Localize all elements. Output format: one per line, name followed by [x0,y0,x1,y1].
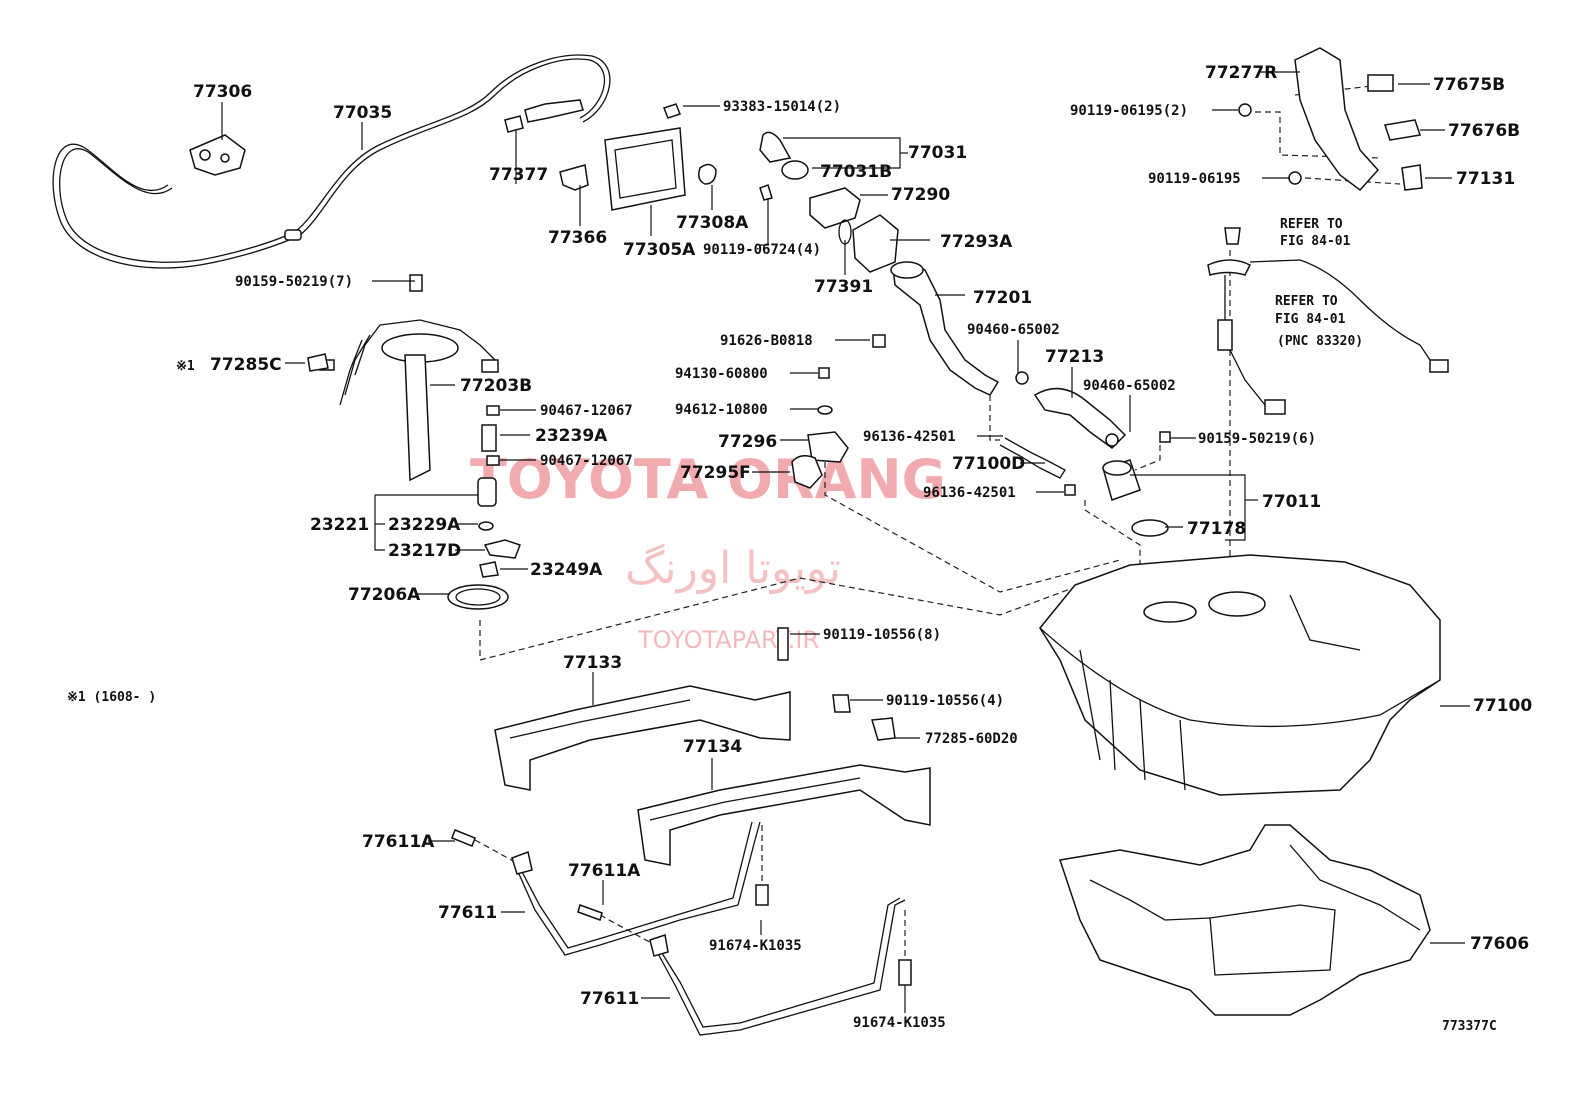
small-hardware [777,227,1449,741]
tank-shield-brackets [1238,47,1423,192]
refer-note-2-line1: REFER TO [1275,294,1338,309]
part-label-91626-B0818: 91626-B0818 [720,333,813,349]
part-label-90159-50219-6: 90159-50219(6) [1198,431,1316,447]
part-label-23239A: 23239A [535,426,608,446]
part-label-90467-12067-a: 90467-12067 [540,403,633,419]
figure-code: 773377C [1442,1019,1497,1034]
part-label-77213: 77213 [1045,347,1104,367]
part-label-77306: 77306 [193,82,252,102]
watermark-persian: تویوتا اورنگ [625,543,841,594]
part-label-90119-10556-8: 90119-10556(8) [823,627,941,643]
part-label-77606: 77606 [1470,934,1529,954]
part-label-77296: 77296 [718,432,777,452]
part-label-77308A: 77308A [676,213,749,233]
part-label-90119-06195: 90119-06195 [1148,171,1241,187]
part-label-77201: 77201 [973,288,1032,308]
refer-note-1-line2: FIG 84-01 [1280,234,1351,249]
part-label-77203B: 77203B [460,376,532,396]
tank-bands-and-straps [451,685,931,1036]
part-label-96136-42501-b: 96136-42501 [923,485,1016,501]
footnote-date-range: ※1 (1608- ) [67,690,156,705]
part-label-77011: 77011 [1262,492,1321,512]
part-label-77611-b: 77611 [580,989,639,1009]
part-label-23221: 23221 [310,515,369,535]
part-label-77031B: 77031B [820,162,892,182]
part-label-77285C: 77285C [210,355,282,375]
part-label-77290: 77290 [891,185,950,205]
watermark: TOYOTA ORANG تویوتا اورنگ TOYOTAPART.IR [470,448,946,654]
part-label-77391: 77391 [814,277,873,297]
assembly-guide-lines [474,84,1401,960]
part-label-77133: 77133 [563,653,622,673]
part-label-94130-60800: 94130-60800 [675,366,768,382]
part-label-77611-a: 77611 [438,903,497,923]
part-labels: 77306 77035 77377 77366 77305A 77308A 93… [67,63,1532,1034]
tank-protector-77606 [1059,824,1431,1016]
part-label-77611A-b: 77611A [568,861,641,881]
watermark-site: TOYOTAPART.IR [637,626,819,654]
part-label-77035: 77035 [333,103,392,123]
part-label-23229A: 23229A [388,515,461,535]
part-label-77293A: 77293A [940,232,1013,252]
part-label-77277R: 77277R [1205,63,1277,83]
part-label-77178: 77178 [1187,519,1246,539]
part-label-77675B: 77675B [1433,75,1505,95]
part-label-90119-06195-2: 90119-06195(2) [1070,103,1188,119]
part-label-23249A: 23249A [530,560,603,580]
fuel-tank-77100 [1039,554,1441,796]
part-label-77295F: 77295F [680,463,751,483]
fuel-lid-parts [559,103,899,273]
part-label-77134: 77134 [683,737,742,757]
part-label-77031: 77031 [908,143,967,163]
part-label-90460-65002-a: 90460-65002 [967,322,1060,338]
leader-lines [221,71,1470,1013]
refer-note-1-line1: REFER TO [1280,217,1343,232]
part-label-77206A: 77206A [348,585,421,605]
filler-pipe-and-hoses [872,261,1171,537]
part-label-23217D: 23217D [388,541,461,561]
part-label-77377: 77377 [489,165,548,185]
part-label-77676B: 77676B [1448,121,1520,141]
part-label-77366: 77366 [548,228,607,248]
refer-note-2-line2: FIG 84-01 [1275,312,1346,327]
refer-note-2-line3: (PNC 83320) [1277,334,1363,349]
fuel-lid-opener-cable [52,54,611,269]
part-label-77611A-a: 77611A [362,832,435,852]
part-label-90467-12067-b: 90467-12067 [540,453,633,469]
part-label-91674-K1035-a: 91674-K1035 [709,938,802,954]
part-label-77100: 77100 [1473,696,1532,716]
fuel-pump-sender-assembly [307,274,521,610]
part-label-90119-06724: 90119-06724(4) [703,242,821,258]
part-label-90159-50219-7: 90159-50219(7) [235,274,353,290]
part-label-93383-15014: 93383-15014(2) [723,99,841,115]
part-label-90119-10556-4: 90119-10556(4) [886,693,1004,709]
part-label-96136-42501-a: 96136-42501 [863,429,956,445]
part-label-77305A: 77305A [623,240,696,260]
watermark-brand: TOYOTA ORANG [470,448,946,511]
footnote-mark-77285C: ※1 [176,359,195,374]
part-label-77131: 77131 [1456,169,1515,189]
part-label-90460-65002-b: 90460-65002 [1083,378,1176,394]
part-label-77285-60D20: 77285-60D20 [925,731,1018,747]
part-label-77100D: 77100D [952,454,1025,474]
part-label-94612-10800: 94612-10800 [675,402,768,418]
part-label-91674-K1035-b: 91674-K1035 [853,1015,946,1031]
